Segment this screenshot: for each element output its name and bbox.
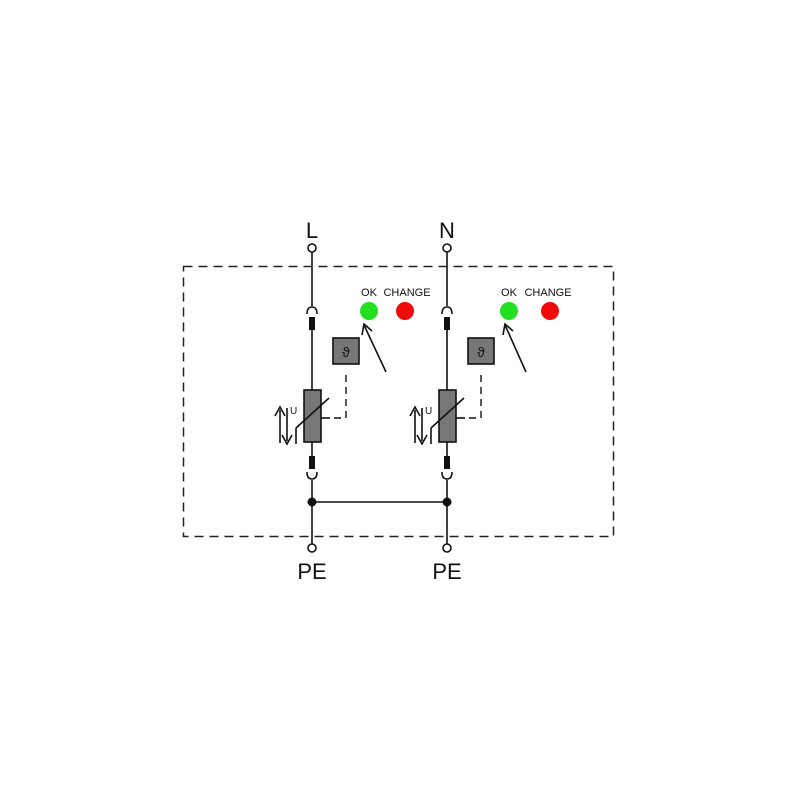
- ok-led-icon: [500, 302, 518, 320]
- terminal-label-pe-right: PE: [432, 559, 461, 584]
- fuse-contact-bottom-icon: [306, 471, 318, 480]
- enclosure-border: [182, 265, 615, 538]
- arrow-down-icon: [281, 434, 293, 446]
- terminal-l-icon: [307, 243, 317, 253]
- fuse-top-icon: [309, 317, 315, 330]
- arrow-up-icon: [409, 405, 421, 417]
- terminal-n-icon: [442, 243, 452, 253]
- thermal-symbol: ϑ: [342, 344, 350, 360]
- change-label: CHANGE: [383, 287, 430, 299]
- fuse-bottom-icon: [309, 456, 315, 469]
- varistor-icon: [438, 389, 457, 443]
- thermal-symbol: ϑ: [477, 344, 485, 360]
- terminal-label-l: L: [306, 218, 318, 243]
- thermal-disconnect-icon: [332, 337, 360, 365]
- fuse-contact-top-icon: [306, 306, 318, 315]
- varistor-icon: [303, 389, 322, 443]
- fuse-top-icon: [444, 317, 450, 330]
- ok-label: OK: [501, 287, 518, 299]
- indicator-pointer-icon: [504, 324, 527, 373]
- ok-led-icon: [360, 302, 378, 320]
- arrow-down-icon: [416, 434, 428, 446]
- pole-l: L U PE ϑ OK CHANGE: [274, 218, 431, 584]
- indicator-pointer-icon: [363, 324, 387, 373]
- pole-n: N U PE ϑ OK CHANGE: [409, 218, 572, 584]
- terminal-pe-icon: [307, 543, 317, 553]
- change-led-icon: [396, 302, 414, 320]
- terminal-label-pe-left: PE: [297, 559, 326, 584]
- change-led-icon: [541, 302, 559, 320]
- terminal-pe-icon: [442, 543, 452, 553]
- fuse-contact-top-icon: [441, 306, 453, 315]
- terminal-label-n: N: [439, 218, 455, 243]
- thermal-disconnect-icon: [467, 337, 495, 365]
- fuse-bottom-icon: [444, 456, 450, 469]
- varistor-label: U: [425, 406, 432, 417]
- junction-dot-icon: [442, 497, 452, 507]
- change-label: CHANGE: [524, 287, 571, 299]
- ok-label: OK: [361, 287, 378, 299]
- arrow-up-icon: [274, 405, 286, 417]
- fuse-contact-bottom-icon: [441, 471, 453, 480]
- varistor-label: U: [290, 406, 297, 417]
